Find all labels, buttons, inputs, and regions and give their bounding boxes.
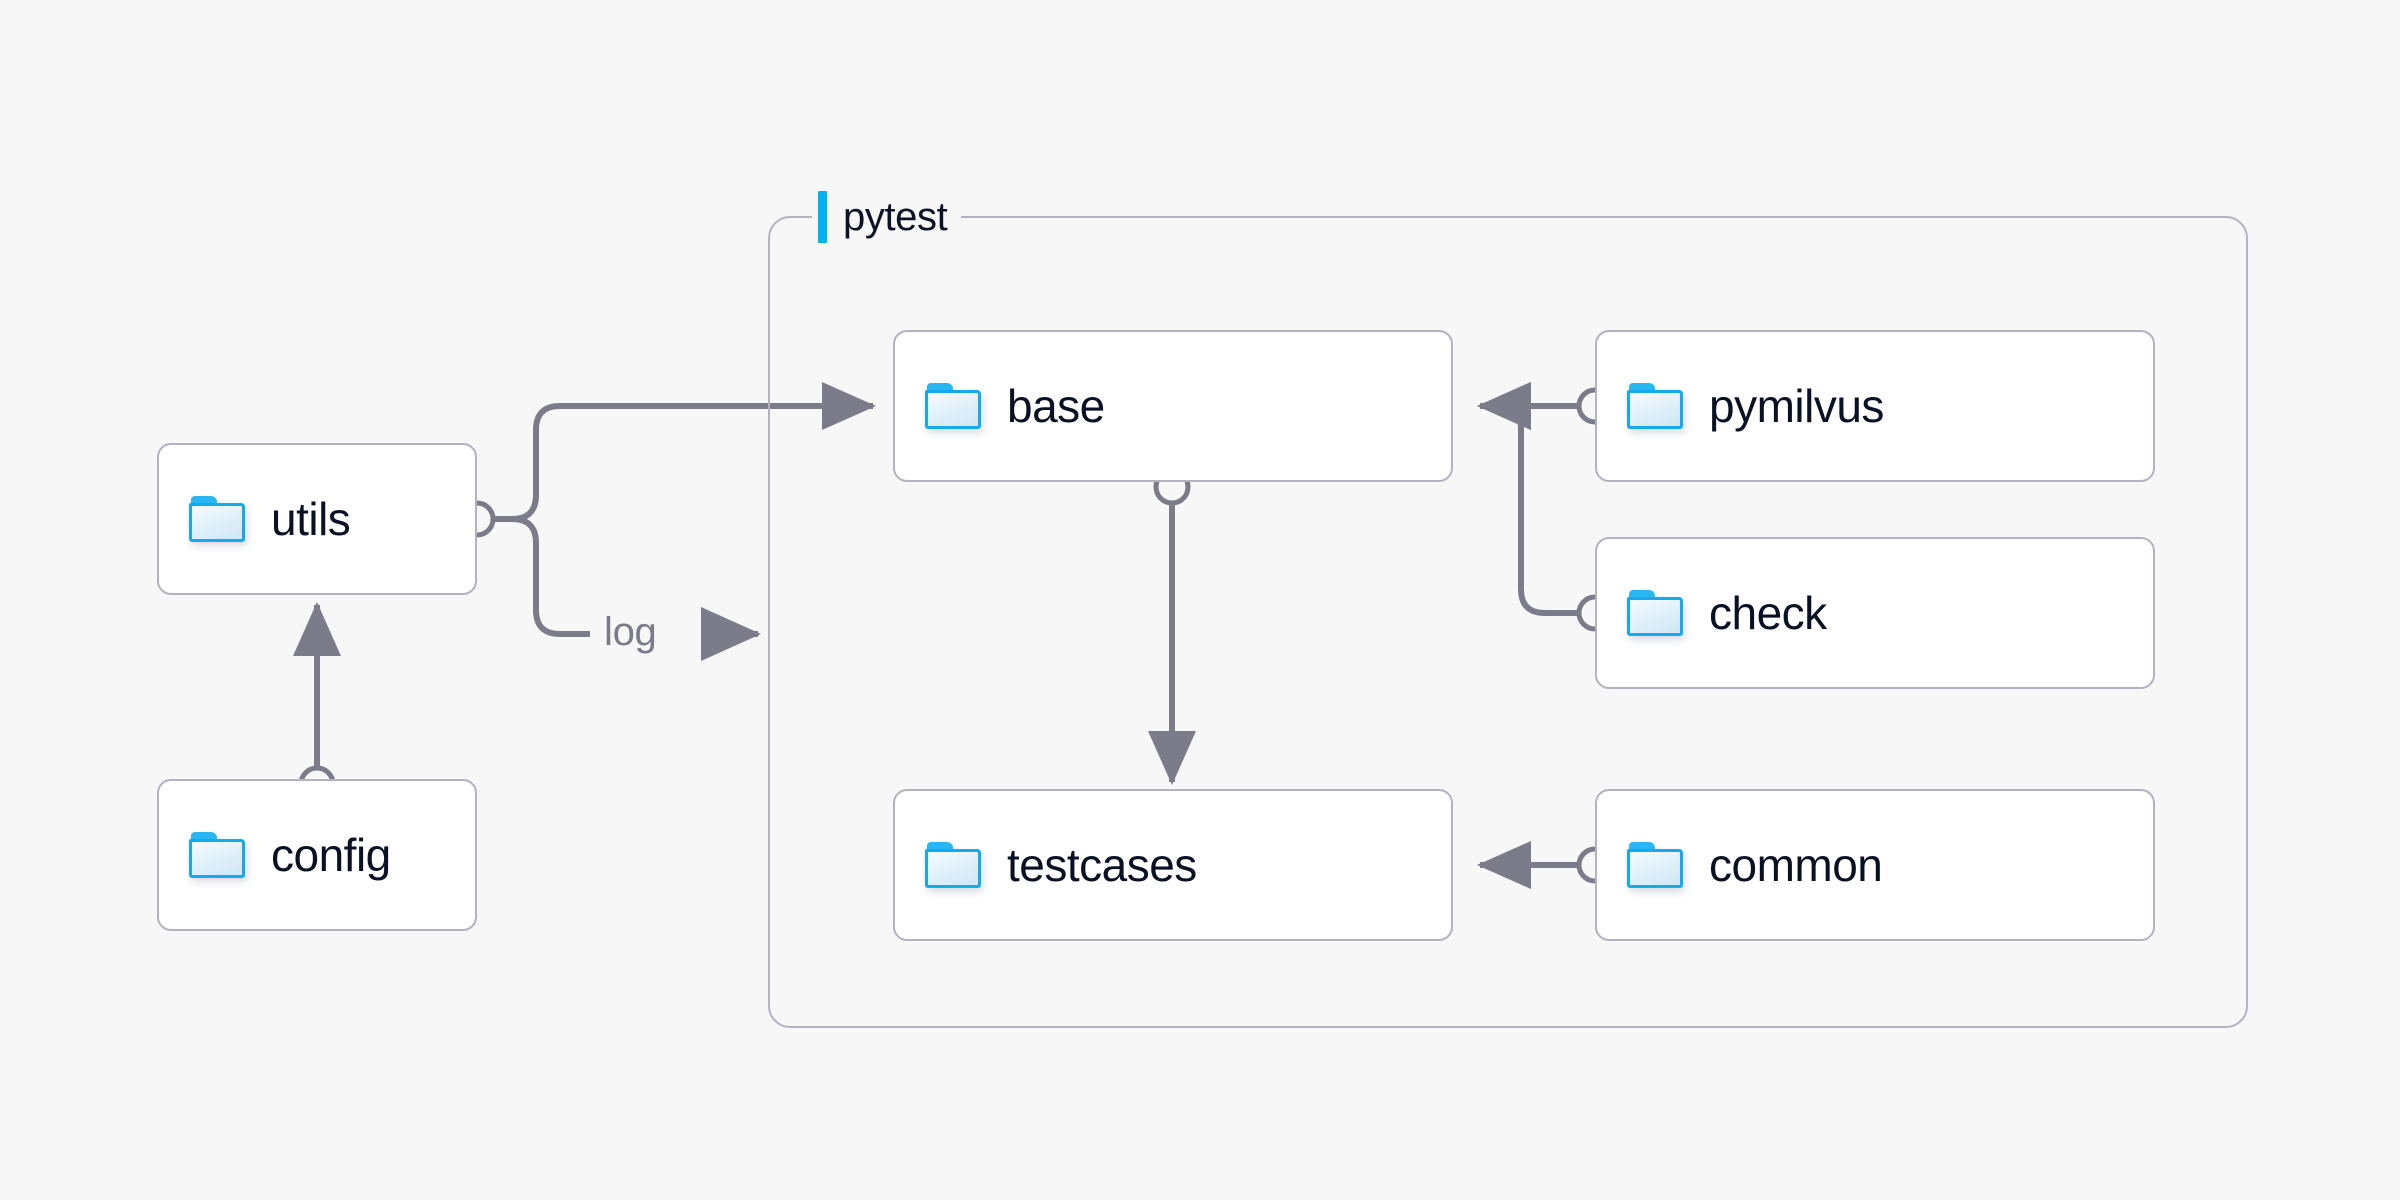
node-pymilvus[interactable]: pymilvus bbox=[1595, 330, 2155, 482]
edge-label-log: log bbox=[604, 610, 657, 654]
node-config[interactable]: config bbox=[157, 779, 477, 931]
node-utils[interactable]: utils bbox=[157, 443, 477, 595]
folder-icon bbox=[925, 842, 981, 888]
node-label-testcases: testcases bbox=[1007, 839, 1197, 891]
node-check[interactable]: check bbox=[1595, 537, 2155, 689]
node-label-base: base bbox=[1007, 380, 1105, 432]
folder-icon bbox=[1627, 842, 1683, 888]
group-label-pytest: pytest bbox=[812, 190, 962, 244]
node-label-common: common bbox=[1709, 839, 1883, 891]
node-common[interactable]: common bbox=[1595, 789, 2155, 941]
node-testcases[interactable]: testcases bbox=[893, 789, 1453, 941]
group-accent-bar-icon bbox=[818, 191, 827, 243]
folder-icon bbox=[1627, 383, 1683, 429]
node-label-utils: utils bbox=[271, 493, 351, 545]
node-base[interactable]: base bbox=[893, 330, 1453, 482]
node-label-check: check bbox=[1709, 587, 1827, 639]
folder-icon bbox=[925, 383, 981, 429]
group-label-text: pytest bbox=[843, 195, 948, 239]
node-label-pymilvus: pymilvus bbox=[1709, 380, 1884, 432]
folder-icon bbox=[1627, 590, 1683, 636]
node-label-config: config bbox=[271, 829, 391, 881]
folder-icon bbox=[189, 832, 245, 878]
group-container-pytest[interactable] bbox=[768, 216, 2248, 1028]
folder-icon bbox=[189, 496, 245, 542]
